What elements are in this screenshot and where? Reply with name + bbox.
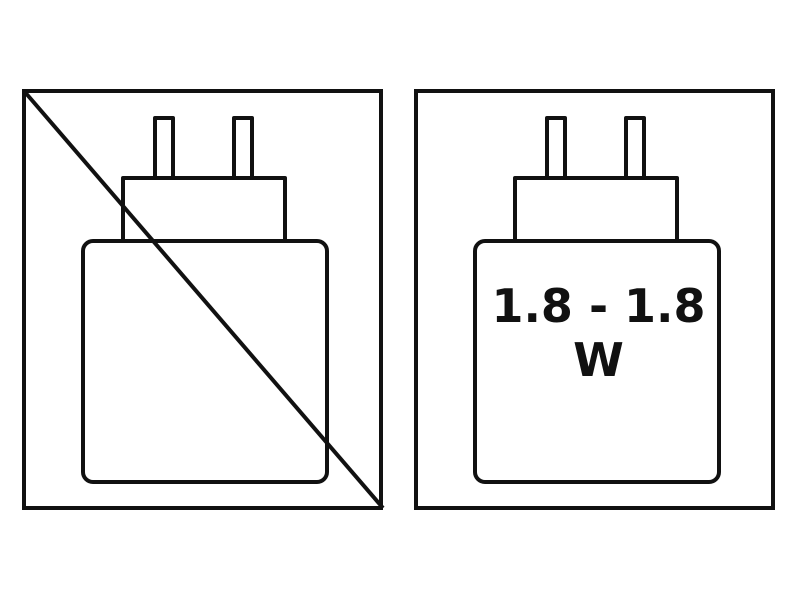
charger-icon-crossed bbox=[22, 89, 385, 510]
charger-body bbox=[473, 239, 721, 484]
power-unit-text: W bbox=[573, 333, 624, 387]
prohibition-slash bbox=[22, 89, 385, 510]
charger-prong-right bbox=[232, 116, 254, 180]
charger-body bbox=[81, 239, 329, 484]
charger-prong-left bbox=[153, 116, 175, 180]
no-charger-panel bbox=[22, 89, 385, 510]
charger-wattage-label: 1.8 - 1.8 W bbox=[476, 279, 721, 387]
charger-prong-left bbox=[545, 116, 567, 180]
charger-power-panel: 1.8 - 1.8 W bbox=[414, 89, 775, 510]
charger-neck bbox=[513, 176, 679, 243]
charger-icon bbox=[81, 116, 329, 484]
power-range-text: 1.8 - 1.8 bbox=[491, 279, 706, 333]
charger-prong-right bbox=[624, 116, 646, 180]
charger-icon bbox=[473, 116, 721, 484]
